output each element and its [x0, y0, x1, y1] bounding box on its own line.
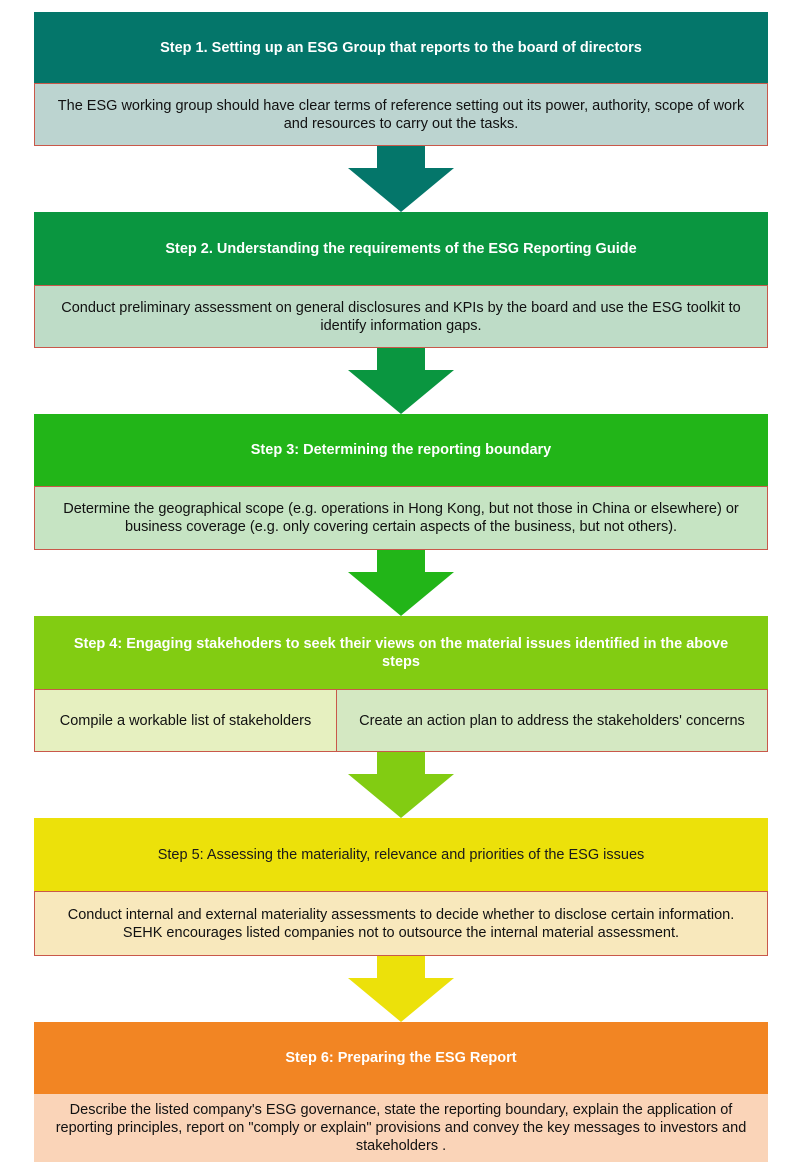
step-1-description: The ESG working group should have clear …: [34, 83, 768, 146]
step-6: Step 6: Preparing the ESG Report Describ…: [34, 1022, 768, 1162]
step-4-body: Compile a workable list of stakeholders …: [34, 689, 768, 752]
step-3: Step 3: Determining the reporting bounda…: [34, 414, 768, 550]
arrow-2-to-3-shape: [348, 348, 454, 414]
arrow-2-to-3: [348, 348, 454, 414]
step-6-description: Describe the listed company's ESG govern…: [34, 1094, 768, 1162]
arrow-1-to-2: [348, 146, 454, 212]
arrow-5-to-6-shape: [348, 956, 454, 1022]
step-3-description: Determine the geographical scope (e.g. o…: [34, 486, 768, 550]
step-2: Step 2. Understanding the requirements o…: [34, 212, 768, 348]
step-1-title: Step 1. Setting up an ESG Group that rep…: [34, 12, 768, 83]
step-1: Step 1. Setting up an ESG Group that rep…: [34, 12, 768, 146]
arrow-1-to-2-shape: [348, 146, 454, 212]
arrow-3-to-4: [348, 550, 454, 616]
arrow-5-to-6: [348, 956, 454, 1022]
arrow-4-to-5-shape: [348, 752, 454, 818]
step-5-description: Conduct internal and external materialit…: [34, 891, 768, 956]
step-3-title: Step 3: Determining the reporting bounda…: [34, 414, 768, 486]
step-4-body-cell-1: Compile a workable list of stakeholders: [59, 712, 312, 729]
arrow-3-to-4-shape: [348, 550, 454, 616]
step-2-description: Conduct preliminary assessment on genera…: [34, 285, 768, 348]
step-5-title: Step 5: Assessing the materiality, relev…: [34, 818, 768, 891]
step-2-title: Step 2. Understanding the requirements o…: [34, 212, 768, 285]
step-4-title: Step 4: Engaging stakehoders to seek the…: [34, 616, 768, 689]
step-4-body-cell-2: Create an action plan to address the sta…: [336, 690, 767, 751]
step-6-title: Step 6: Preparing the ESG Report: [34, 1022, 768, 1094]
step-4: Step 4: Engaging stakehoders to seek the…: [34, 616, 768, 752]
arrow-4-to-5: [348, 752, 454, 818]
step-5: Step 5: Assessing the materiality, relev…: [34, 818, 768, 956]
